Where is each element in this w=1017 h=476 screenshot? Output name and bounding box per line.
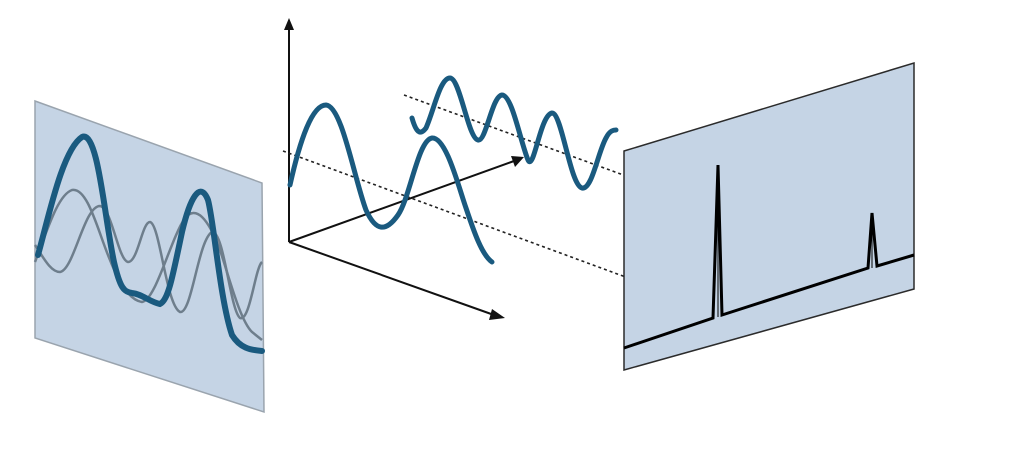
frequency-domain-panel (623, 61, 915, 371)
horizontal-axis (288, 241, 495, 316)
axes-group (284, 18, 524, 320)
component-wave-high (33, 204, 264, 320)
depth-axis (288, 160, 515, 243)
low-frequency-sinusoid (287, 102, 495, 265)
component-wave-low (33, 188, 263, 341)
frequency-domain-panel-background (623, 61, 915, 371)
composite-signal-wave (35, 133, 265, 354)
vertical-axis-arrowhead (284, 18, 294, 30)
depth-axis-arrowhead (511, 156, 524, 167)
sinusoid-components (287, 75, 619, 265)
time-domain-panel (33, 99, 265, 414)
high-frequency-sinusoid (409, 75, 619, 191)
spectrum-baseline-with-peaks (623, 164, 915, 350)
horizontal-axis-arrowhead (489, 309, 505, 320)
